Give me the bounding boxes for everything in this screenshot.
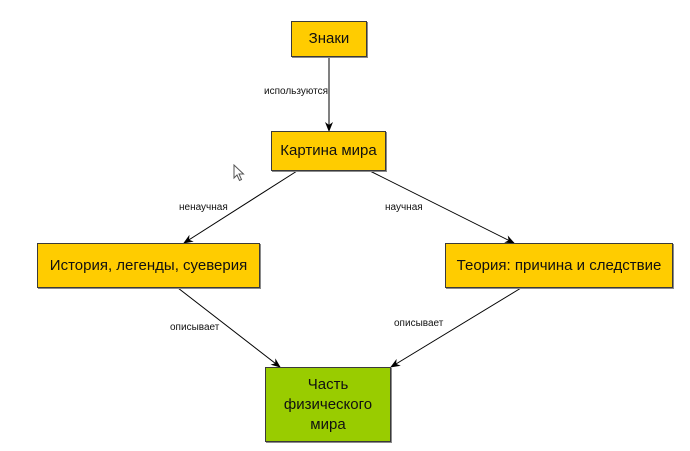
node-theory: Теория: причина и следствие [445, 243, 673, 288]
node-myths-label: История, легенды, суеверия [49, 256, 248, 274]
edge-label-describes-left: описывает [170, 322, 220, 333]
edge-worldview-to-myths [183, 170, 298, 244]
edge-label-uses: используются [264, 86, 329, 97]
node-physical-label: Часть физического мира [283, 375, 373, 433]
node-signs-label: Знаки [308, 30, 350, 47]
node-worldview-label: Картина мира [280, 142, 377, 159]
edge-label-describes-right: описывает [394, 318, 444, 329]
node-myths: История, легенды, суеверия [37, 243, 260, 288]
edge-myths-to-physical [177, 287, 281, 368]
edge-worldview-to-theory [369, 170, 515, 244]
node-physical: Часть физического мира [265, 367, 391, 442]
node-theory-label: Теория: причина и следствие [456, 256, 662, 274]
node-worldview: Картина мира [271, 131, 386, 171]
edge-theory-to-physical [390, 287, 522, 368]
edge-label-unscientific: ненаучная [179, 202, 228, 213]
edge-label-scientific: научная [385, 202, 423, 213]
mouse-pointer-icon [233, 164, 245, 182]
node-signs: Знаки [291, 21, 367, 57]
